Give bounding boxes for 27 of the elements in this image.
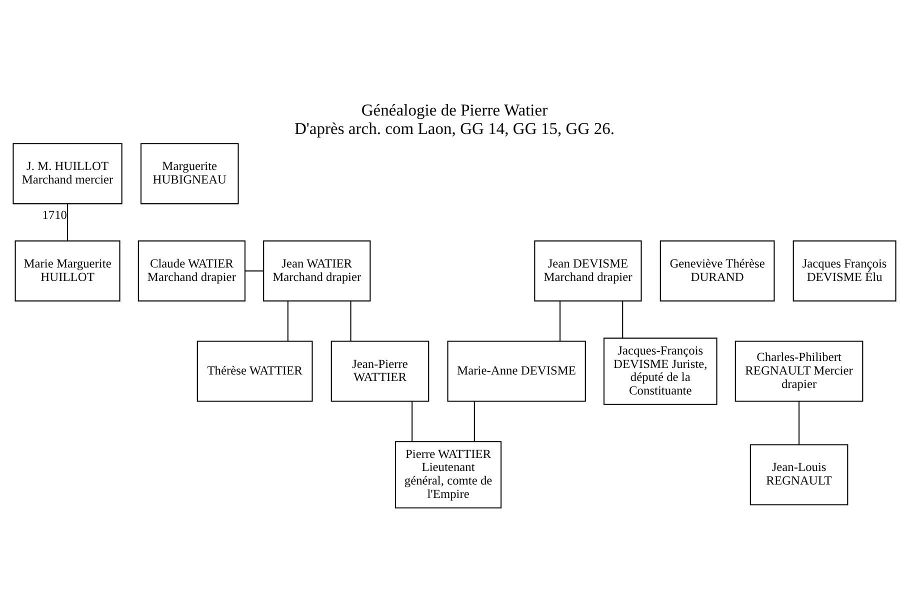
node-box: Geneviève Thérèse DURAND [659, 240, 774, 302]
connector [286, 301, 288, 342]
connector [798, 402, 800, 445]
node-box: Marie Marguerite HUILLOT [14, 240, 120, 302]
node-box: Marie-Anne DEVISME [446, 340, 586, 402]
node-box: Jean DEVISME Marchand drapier [534, 240, 642, 302]
connector [411, 402, 412, 442]
node-box: Charles-Philibert REGNAULT Mercier drapier [734, 340, 863, 402]
connector [244, 270, 263, 272]
edge-label: 1710 [42, 208, 67, 222]
node-box: Jacques-François DEVISME Juriste, député de la Constituante [602, 338, 717, 405]
connector [350, 301, 351, 342]
connector [559, 301, 560, 342]
node-box: Pierre WATTIER Lieutenant général, comte de l'Empire [394, 441, 502, 508]
node-box: Jean WATIER Marchand drapier [262, 240, 370, 302]
diagram-title: Généalogie de Pierre Watier [360, 100, 548, 120]
node-box: Thérèse WATTIER [196, 340, 312, 402]
connector [66, 204, 68, 241]
node-box: Jean-Pierre WATTIER [330, 340, 429, 402]
node-box: Jean-Louis REGNAULT [749, 444, 848, 506]
node-box: Jacques François DEVISME Élu [792, 240, 896, 302]
node-box: Claude WATIER Marchand drapier [137, 240, 245, 302]
caption: D'après arch. com Laon, GG 14, GG 15, GG 26. [294, 119, 614, 138]
connector [473, 402, 474, 442]
connector [622, 301, 623, 338]
node-box: Marguerite HUBIGNEAU [140, 143, 238, 204]
node-box: J. M. HUILLOT Marchand mercier [12, 143, 122, 204]
